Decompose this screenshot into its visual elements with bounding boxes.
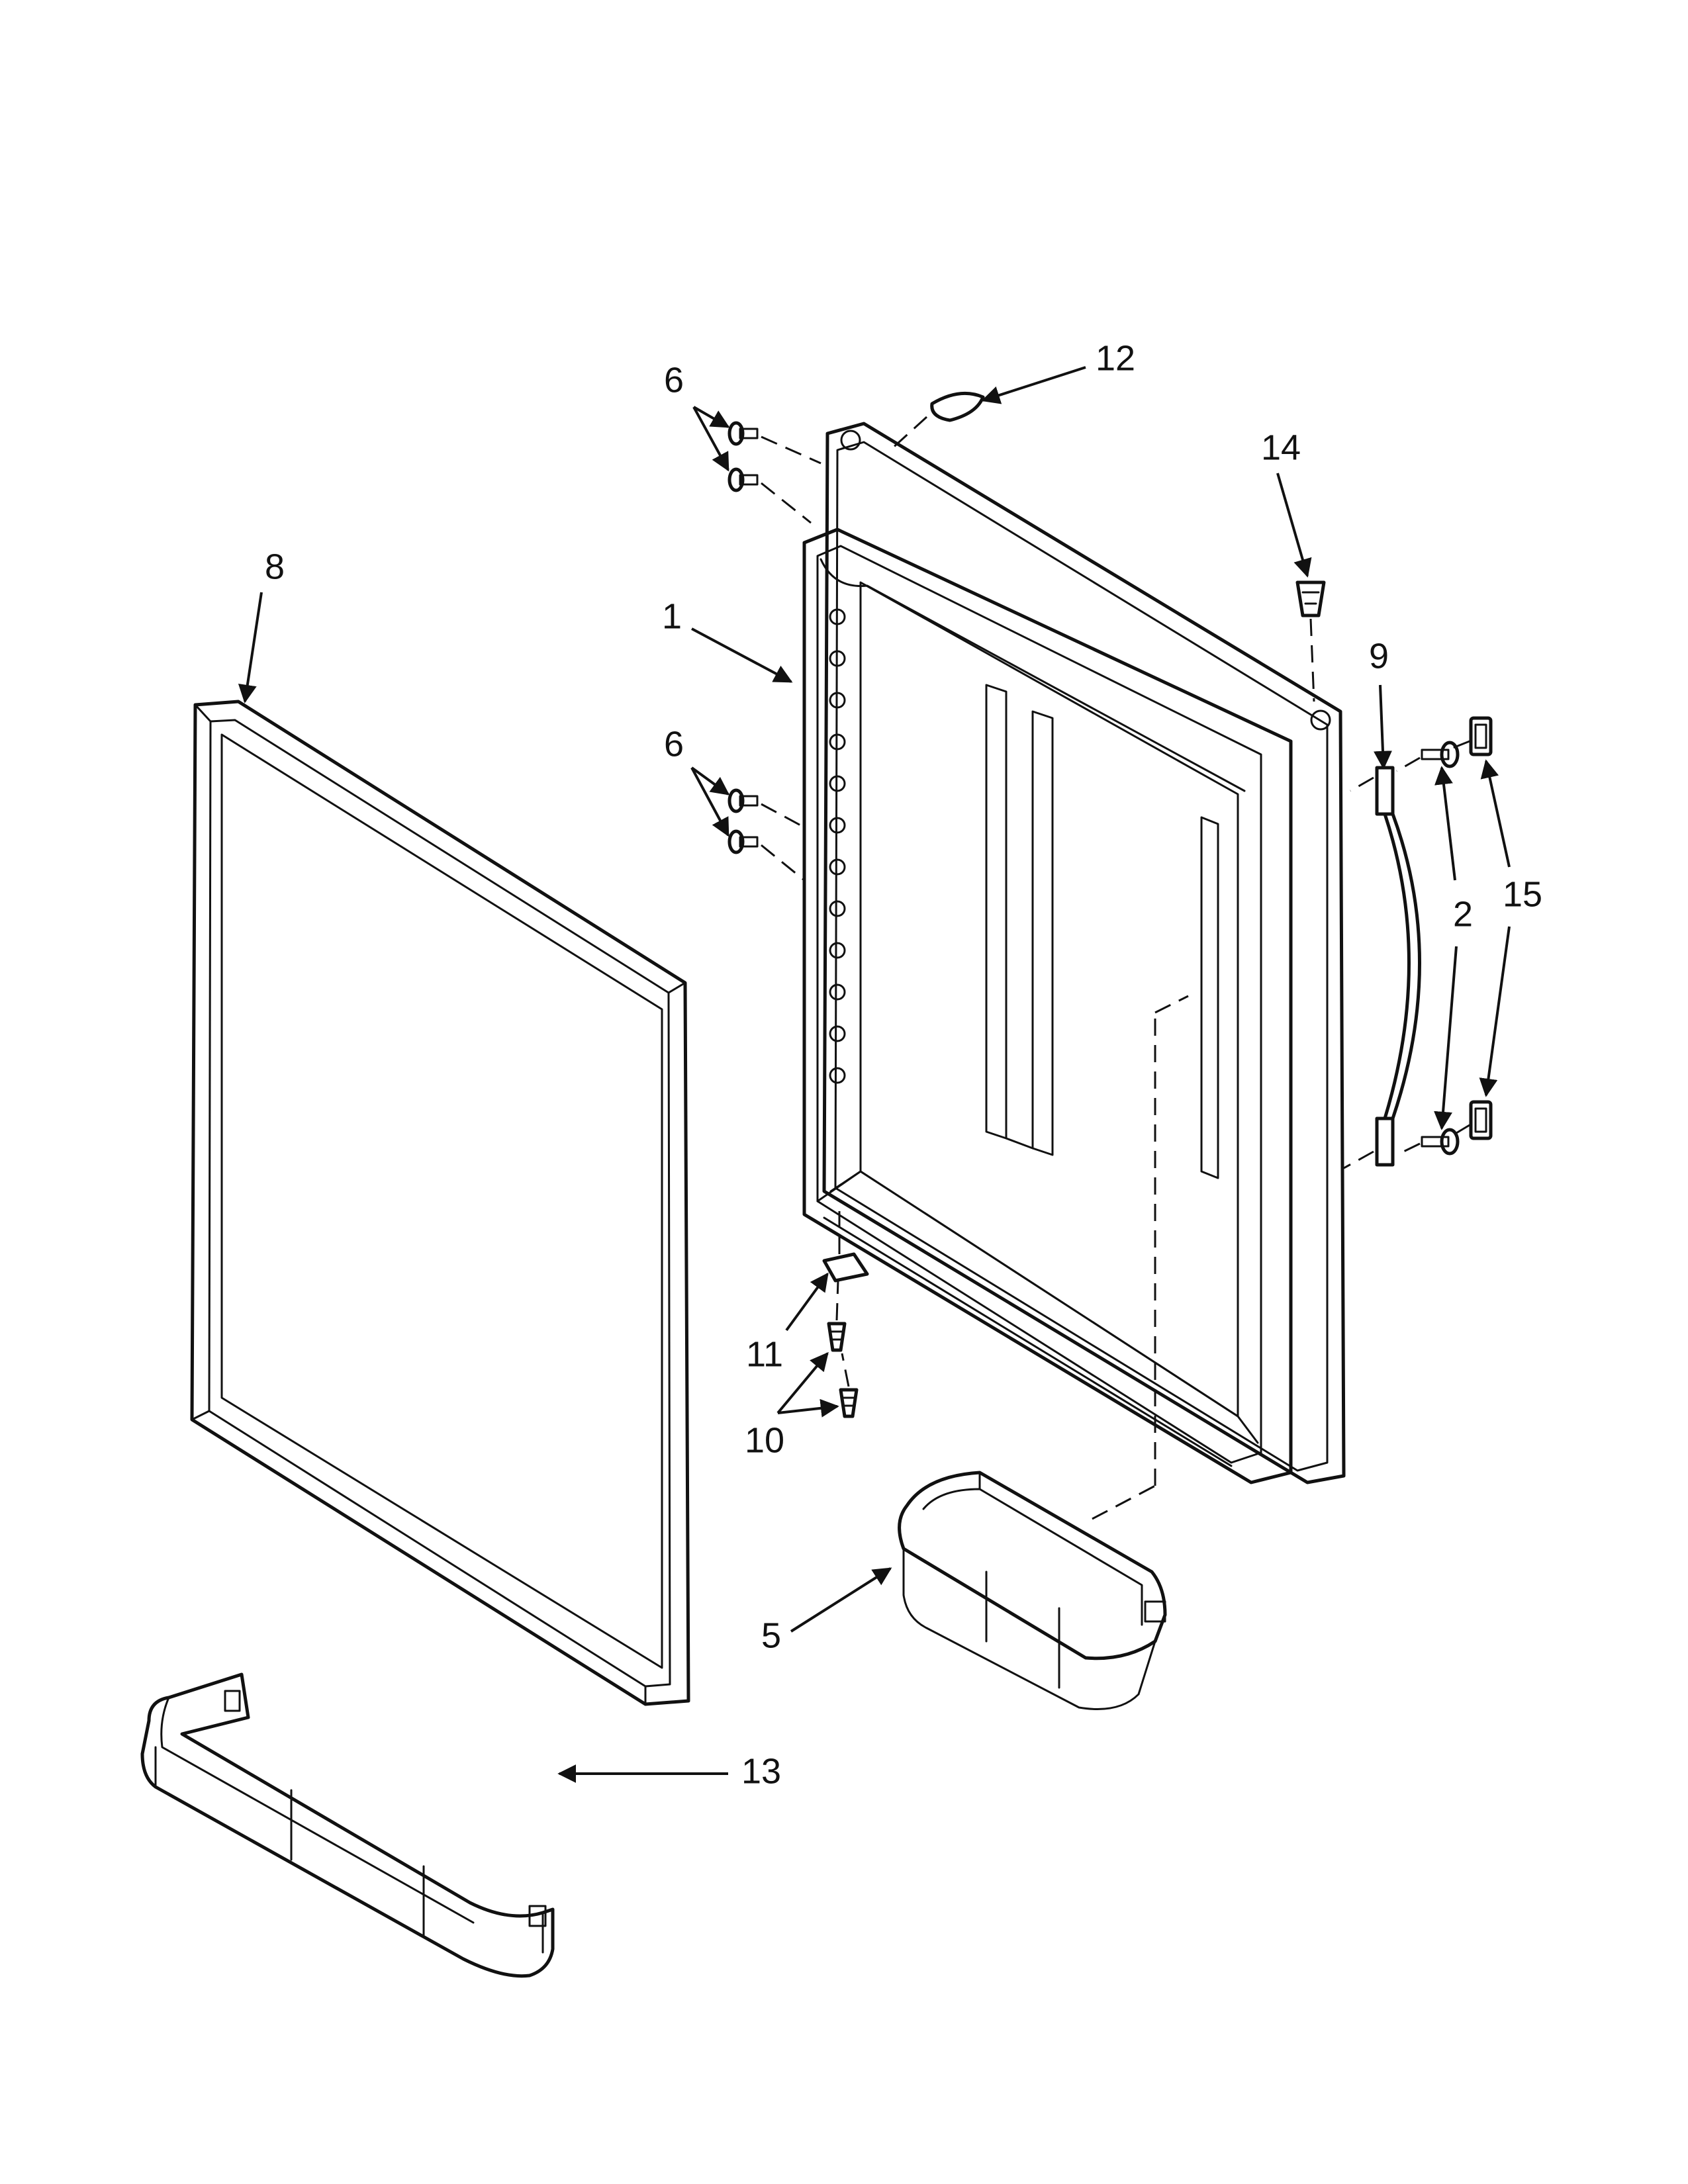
screw-6-top-lower (727, 467, 759, 492)
door-gasket (190, 700, 690, 1706)
callout-14: 14 (1261, 428, 1301, 467)
door-liner (802, 527, 1293, 1484)
callout-15: 15 (1503, 874, 1542, 914)
bracket-screw-lower (839, 1388, 859, 1418)
door-rail (140, 1672, 555, 1978)
hinge-bushing (1295, 580, 1326, 702)
callout-1: 1 (662, 596, 682, 636)
callout-8: 8 (265, 547, 285, 586)
handle-screw-upper (1421, 741, 1460, 768)
hinge-hole-plug (889, 391, 985, 451)
door-handle (1375, 766, 1421, 1167)
leader-lines (238, 366, 1511, 1783)
handle-end-cap-lower (1469, 1100, 1493, 1140)
bracket-screw-upper (827, 1322, 847, 1352)
callout-9: 9 (1369, 636, 1389, 676)
door-outer-panel (822, 422, 1346, 1484)
callout-11: 11 (746, 1334, 783, 1374)
screw-6-mid-lower (727, 829, 759, 854)
screw-6-top-upper (727, 421, 759, 446)
door-clip-column (829, 608, 846, 1084)
callout-5: 5 (761, 1615, 781, 1655)
lower-hinge-bracket (822, 1211, 869, 1283)
callout-2: 2 (1453, 894, 1473, 934)
callout-10: 10 (745, 1420, 784, 1460)
callout-labels: 12 6 14 8 1 6 9 15 2 11 10 5 13 (265, 338, 1542, 1791)
callout-6-mid: 6 (664, 724, 684, 764)
screw-6-mid-upper (727, 788, 759, 813)
callout-13: 13 (741, 1751, 781, 1791)
handle-screw-lower (1421, 1128, 1460, 1156)
door-bin (898, 1471, 1167, 1710)
callout-6-top: 6 (664, 360, 684, 400)
callout-12: 12 (1096, 338, 1135, 378)
handle-end-cap-upper (1469, 716, 1493, 756)
